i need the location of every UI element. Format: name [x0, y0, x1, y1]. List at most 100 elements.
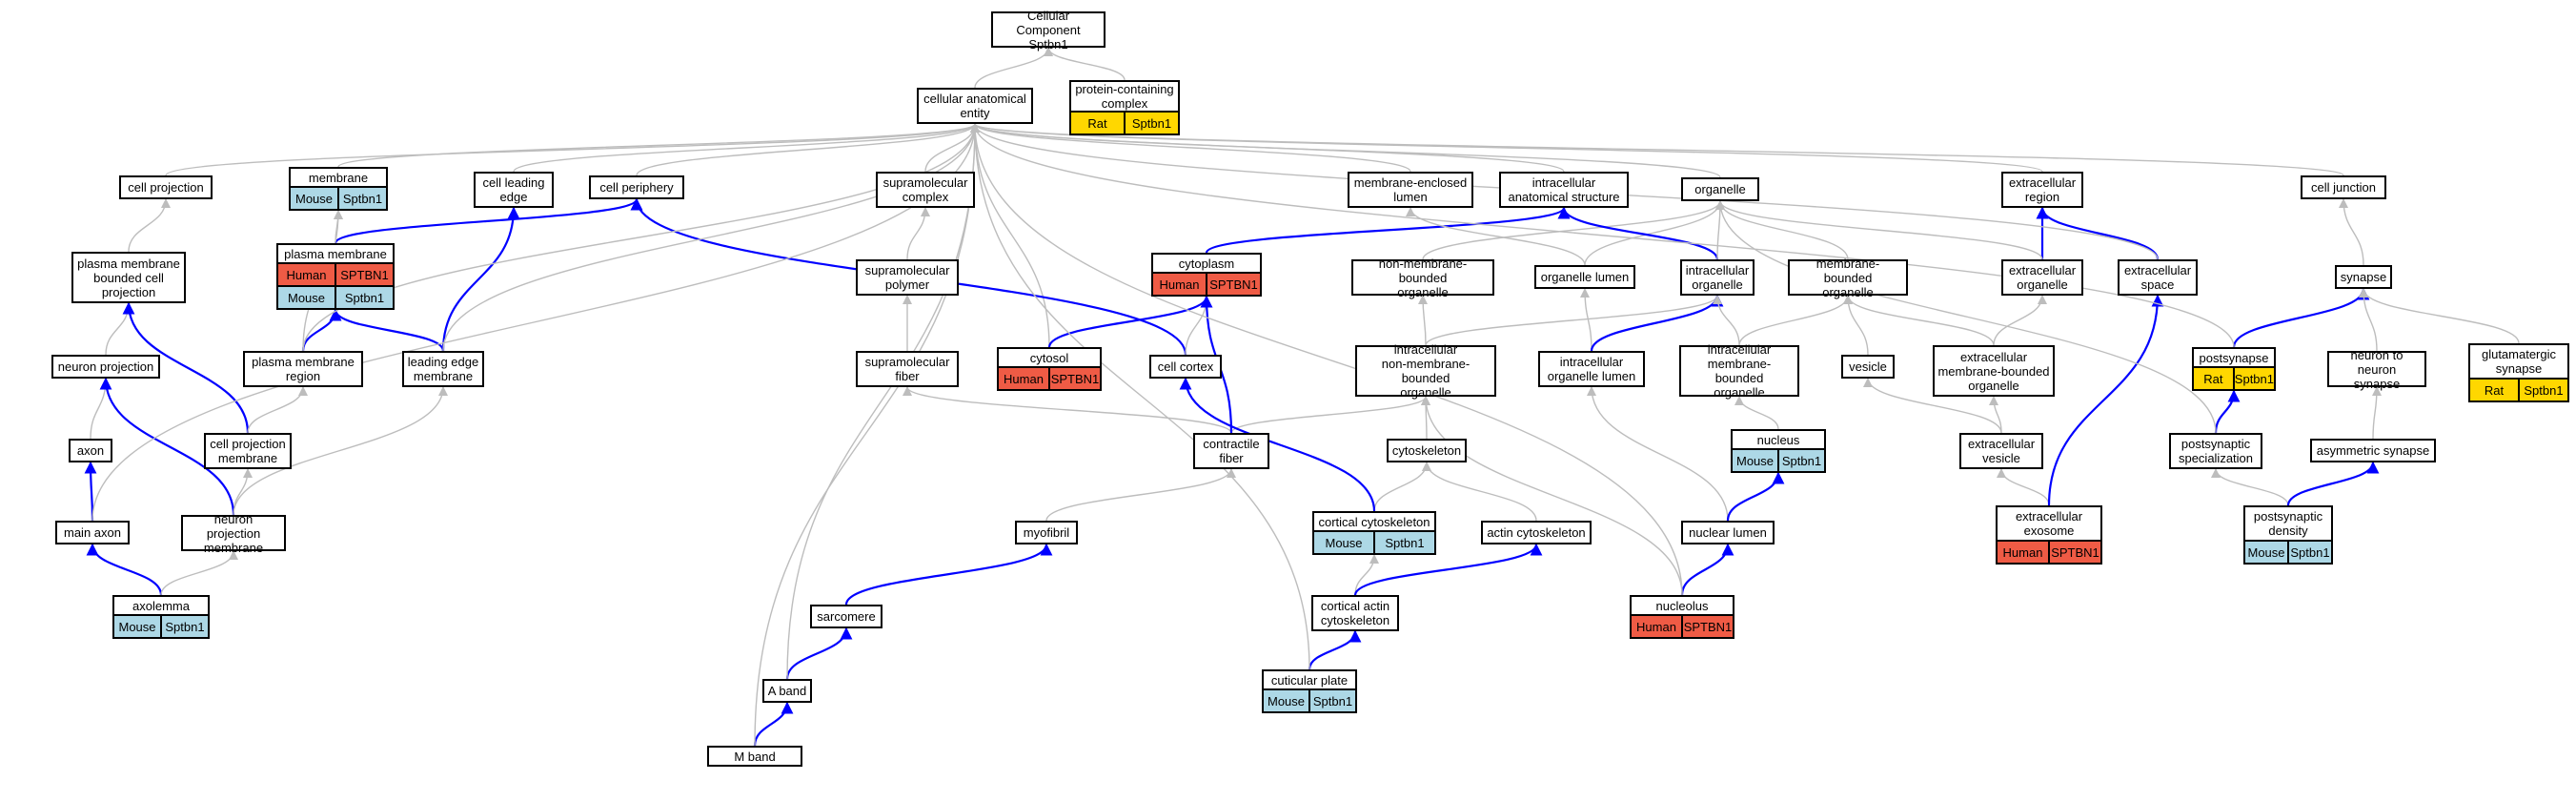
node-cproj: cell projection: [119, 175, 213, 199]
edge: [970, 123, 1050, 348]
edge: [247, 386, 308, 434]
node-label: postsynapse: [2199, 350, 2269, 365]
edge: [636, 123, 980, 176]
edge: [1045, 468, 1236, 522]
species-cell: Mouse: [1264, 690, 1308, 711]
node-nproj: neuron projection: [51, 355, 160, 379]
node-supcomplex: supramolecular complex: [876, 172, 975, 208]
species-cell: Mouse: [114, 616, 160, 637]
node-label: extracellular exosome: [2015, 509, 2083, 538]
node-label: nucleolus: [1655, 598, 1709, 613]
node-pmregion: plasma membrane region: [243, 351, 363, 387]
edge: [1715, 200, 2217, 434]
edge: [906, 207, 930, 260]
node-cpm: cell projection membrane: [204, 433, 292, 469]
species-cell: Rat: [1071, 113, 1124, 134]
edge-highlighted: [1047, 295, 1213, 348]
node-label: cell projection: [128, 180, 204, 195]
node-label: cortical cytoskeleton: [1318, 514, 1430, 529]
node-label: neuron to neuron synapse: [2350, 347, 2404, 391]
species-cell: Mouse: [278, 287, 335, 308]
node-label: cell projection membrane: [210, 437, 286, 465]
edge-highlighted: [2036, 206, 2160, 260]
edge: [1997, 468, 2050, 506]
node-icorg: intracellular organelle: [1680, 259, 1755, 296]
gene-cell: Sptbn1: [2518, 380, 2567, 400]
edge-highlighted: [122, 301, 250, 434]
node-sarcomere: sarcomere: [810, 605, 882, 628]
edge: [1715, 200, 1849, 260]
species-cell: Human: [278, 264, 335, 285]
edge: [1584, 200, 1725, 266]
species-cell: Human: [1153, 274, 1206, 295]
node-label: M band: [734, 749, 776, 764]
node-label: non-membrane-bounded organelle: [1378, 256, 1468, 299]
node-label: intracellular anatomical structure: [1508, 175, 1620, 204]
node-ecregion: extracellular region: [2001, 172, 2083, 208]
node-label: intracellular membrane-bounded organelle: [1707, 342, 1772, 400]
edge: [160, 550, 238, 596]
node-cc: Cellular Component Sptbn1: [991, 8, 1105, 51]
edge-highlighted: [441, 206, 520, 352]
gene-cell: Sptbn1: [337, 188, 386, 209]
edge-highlighted: [844, 543, 1053, 606]
node-ecmbo: extracellular membrane-bounded organelle: [1933, 345, 2055, 397]
gene-cell: Sptbn1: [1777, 450, 1824, 471]
node-label: cuticular plate: [1270, 672, 1349, 688]
edge-highlighted: [1179, 377, 1376, 512]
edge: [442, 123, 980, 352]
node-cfiber: contractile fiber: [1193, 433, 1269, 469]
node-label: myofibril: [1023, 525, 1070, 540]
gene-cell: SPTBN1: [1048, 368, 1100, 389]
gene-cell: Sptbn1: [2287, 542, 2331, 563]
node-celljunction: cell junction: [2301, 175, 2386, 199]
node-cytoskeleton: cytoskeleton: [1387, 439, 1467, 462]
node-nmbo: non-membrane-bounded organelle: [1351, 256, 1494, 299]
node-label: cortical actin cytoskeleton: [1320, 599, 1390, 627]
edge: [1993, 295, 2047, 346]
node-label: extracellular membrane-bounded organelle: [1937, 349, 2050, 393]
node-olumen: organelle lumen: [1534, 265, 1635, 289]
node-cae: cellular anatomical entity: [917, 88, 1033, 124]
species-cell: Mouse: [291, 188, 337, 209]
node-label: extracellular space: [2123, 263, 2192, 292]
species-cell: Mouse: [1314, 532, 1373, 553]
edge: [974, 47, 1053, 89]
node-label: Cellular Component Sptbn1: [1016, 8, 1081, 51]
node-label: membrane-bounded organelle: [1815, 256, 1880, 299]
node-label: postsynaptic specialization: [2178, 437, 2254, 465]
node-label: synapse: [2340, 270, 2387, 284]
gene-cell: Sptbn1: [1308, 690, 1355, 711]
node-ecorg: extracellular organelle: [2001, 259, 2083, 296]
gene-cell: SPTBN1: [2048, 542, 2100, 563]
edge: [1406, 207, 1586, 266]
edge-highlighted: [2214, 389, 2241, 434]
edge: [903, 386, 1232, 434]
edge: [2371, 386, 2382, 440]
edge: [1422, 200, 1725, 260]
node-mbo: membrane-bounded organelle: [1788, 256, 1908, 299]
node-label: leading edge membrane: [407, 355, 479, 383]
edge: [1843, 295, 1869, 356]
node-label: extracellular region: [2008, 175, 2077, 204]
node-label: cytoplasm: [1178, 256, 1235, 271]
gene-cell: SPTBN1: [335, 264, 393, 285]
node-label: protein-containing complex: [1075, 82, 1174, 111]
edge-highlighted: [86, 543, 163, 596]
node-pmbcp: plasma membrane bounded cell projection: [71, 252, 186, 303]
edge: [105, 302, 133, 356]
species-cell: Rat: [2470, 380, 2518, 400]
node-synapse: synapse: [2335, 265, 2392, 289]
edge: [1044, 47, 1126, 81]
